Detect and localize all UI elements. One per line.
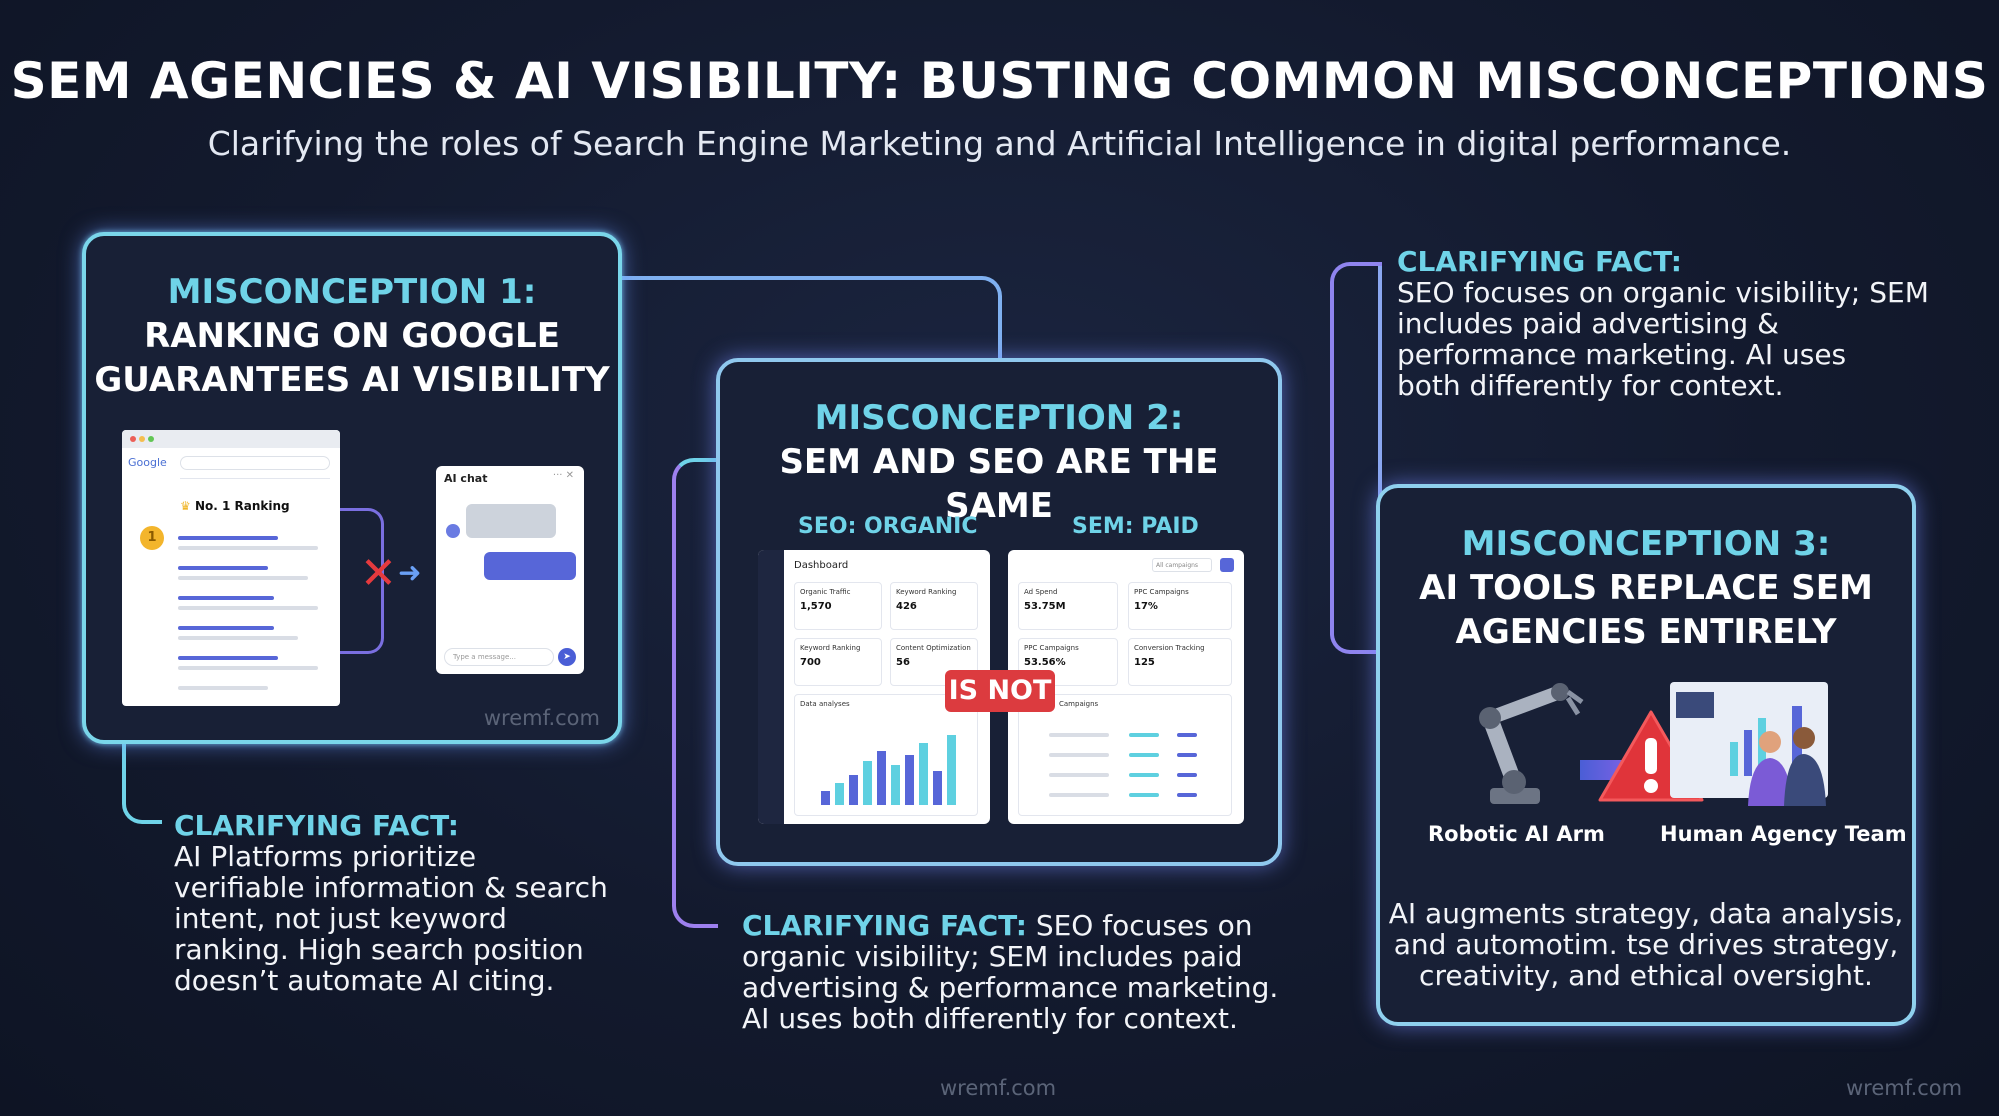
connector-top-fact <box>1330 262 1382 654</box>
human-label: Human Agency Team <box>1660 822 1907 846</box>
fact-2-line: organic visibility; SEM includes paid <box>742 940 1243 973</box>
page-title: SEM AGENCIES & AI VISIBILITY: BUSTING CO… <box>10 52 1989 110</box>
watermark: wremf.com <box>483 706 600 730</box>
top-fact-line: SEO focuses on organic visibility; SEM <box>1397 276 1929 309</box>
search-bar <box>180 456 330 470</box>
arrow-right-icon: ➜ <box>398 556 422 589</box>
misconception-3-line1: AI TOOLS REPLACE SEM <box>1419 568 1873 609</box>
connector-m2-fact <box>672 458 718 928</box>
top-fact-line: includes paid advertising & <box>1397 307 1779 340</box>
misconception-1-line2: GUARANTEES AI VISIBILITY <box>94 360 610 401</box>
fact-3-line: creativity, and ethical oversight. <box>1419 959 1873 992</box>
misconception-1-heading: MISCONCEPTION 1: RANKING ON GOOGLE GUARA… <box>86 270 618 403</box>
misconception-2-line1: SEM AND SEO ARE THE SAME <box>779 442 1219 527</box>
medal-icon: 1 <box>140 526 164 550</box>
dashboard-title: Dashboard <box>794 560 849 571</box>
misconception-3-line2: AGENCIES ENTIRELY <box>1455 612 1837 653</box>
sem-label: SEM: PAID <box>1072 514 1199 539</box>
ai-chat-window: AI chat ··· ✕ Type a message... ➤ <box>436 466 584 674</box>
human-team-icon <box>1748 727 1826 806</box>
seo-label: SEO: ORGANIC <box>798 514 978 539</box>
send-icon[interactable]: ➤ <box>558 648 576 666</box>
connector-m2-top-fact <box>1282 262 1382 654</box>
top-fact-line: performance marketing. AI uses <box>1397 338 1847 371</box>
bar-chart-icon <box>821 735 956 805</box>
misconception-2-fact: CLARIFYING FACT: SEO focuses on organic … <box>742 910 1278 1034</box>
dashboard-sidebar <box>758 550 784 824</box>
google-logo: Google <box>128 456 167 469</box>
crown-icon: ♛ <box>180 499 191 513</box>
is-not-badge: IS NOT <box>945 670 1055 712</box>
bar-chart-panel: Data analyses <box>794 694 978 816</box>
connector-m1-m2 <box>622 276 1002 360</box>
fact-1-line: verifiable information & search <box>174 871 608 904</box>
campaign-filter-select[interactable]: All campaigns <box>1152 558 1212 572</box>
ai-message-bubble <box>466 504 556 538</box>
trend-chart-icon <box>1676 692 1714 718</box>
ai-chat-title: AI chat <box>444 472 488 485</box>
google-search-window: Google ♛ No. 1 Ranking 1 <box>122 430 340 706</box>
top-fact-heading: CLARIFYING FACT: <box>1397 245 1682 278</box>
top-fact-line: both differently for context. <box>1397 369 1784 402</box>
misconception-1-line1: RANKING ON GOOGLE <box>144 316 560 357</box>
fact-2-line: advertising & performance marketing. <box>742 971 1279 1004</box>
robot-arm-icon <box>1479 683 1584 804</box>
fact-1-line: intent, not just keyword <box>174 902 507 935</box>
misconception-2-label: MISCONCEPTION 2: <box>814 398 1184 438</box>
misconception-3-fact: AI augments strategy, data analysis, and… <box>1380 898 1912 991</box>
bot-avatar-icon <box>446 524 460 538</box>
top-right-fact: CLARIFYING FACT: SEO focuses on organic … <box>1397 246 1929 401</box>
fact-3-line: AI augments strategy, data analysis, <box>1388 897 1904 930</box>
link-bracket <box>340 508 384 654</box>
message-input[interactable]: Type a message... <box>444 648 554 666</box>
fact-2-line: AI uses both differently for context. <box>742 1002 1238 1035</box>
page-subtitle: Clarifying the roles of Search Engine Ma… <box>207 124 1792 163</box>
cross-icon: ✕ <box>360 548 397 599</box>
misconception-1-label: MISCONCEPTION 1: <box>167 272 537 312</box>
misconception-3-heading: MISCONCEPTION 3: AI TOOLS REPLACE SEM AG… <box>1380 522 1912 655</box>
watermark: wremf.com <box>1846 1076 1963 1100</box>
fact-1-line: doesn’t automate AI citing. <box>174 964 555 997</box>
ranking-label: ♛ No. 1 Ranking <box>180 499 290 513</box>
fact-2-line: SEO focuses on <box>1026 909 1253 942</box>
misconception-1-fact: CLARIFYING FACT: AI Platforms prioritize… <box>174 810 608 996</box>
window-titlebar <box>122 430 340 448</box>
settings-icon[interactable] <box>1220 558 1234 572</box>
misconception-3-label: MISCONCEPTION 3: <box>1461 524 1831 564</box>
misconception-2-heading: MISCONCEPTION 2: SEM AND SEO ARE THE SAM… <box>720 396 1278 529</box>
misconception-3-card: MISCONCEPTION 3: AI TOOLS REPLACE SEM AG… <box>1376 484 1916 1026</box>
fact-1-line: ranking. High search position <box>174 933 584 966</box>
watermark: wremf.com <box>940 1076 1057 1100</box>
fact-2-heading: CLARIFYING FACT: <box>742 909 1027 942</box>
fact-1-line: AI Platforms prioritize <box>174 840 477 873</box>
close-icon[interactable]: ··· ✕ <box>552 470 574 481</box>
user-message-bubble <box>484 552 576 580</box>
campaign-table: Campaigns <box>1018 694 1232 816</box>
robot-label: Robotic AI Arm <box>1428 822 1605 846</box>
connector-m1-fact <box>122 744 162 824</box>
fact-1-heading: CLARIFYING FACT: <box>174 809 459 842</box>
fact-3-line: and automotim. tse drives strategy, <box>1393 928 1899 961</box>
